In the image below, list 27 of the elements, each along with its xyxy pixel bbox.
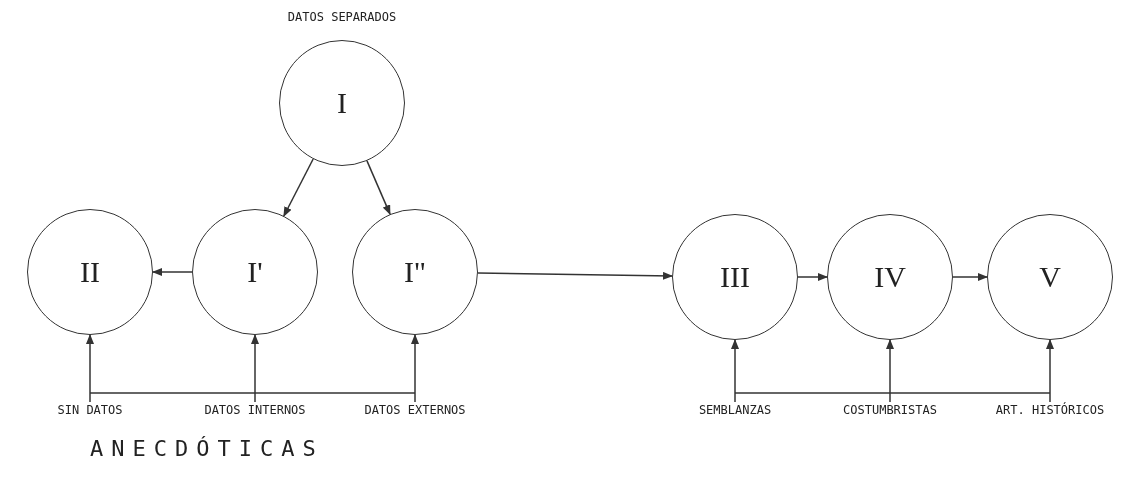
arrow — [251, 334, 259, 403]
arrow — [152, 268, 193, 276]
arrow — [952, 273, 988, 281]
arrow — [477, 271, 673, 280]
arrow — [283, 158, 314, 217]
group-label: ANECDÓTICAS — [90, 436, 324, 461]
roman-numeral: II — [80, 255, 100, 289]
arrow — [731, 339, 739, 403]
node-caption: DATOS SEPARADOS — [287, 10, 397, 24]
category-label: ART. HISTÓRICOS — [995, 403, 1105, 417]
roman-numeral: III — [720, 260, 750, 294]
category-label: SEMBLANZAS — [698, 403, 772, 417]
roman-numeral: I" — [403, 255, 427, 289]
arrow — [797, 273, 828, 281]
category-label: COSTUMBRISTAS — [843, 403, 937, 417]
arrow — [366, 160, 391, 216]
arrow — [86, 334, 94, 403]
roman-numeral: IV — [874, 260, 906, 294]
roman-numeral: I — [337, 86, 347, 120]
arrow — [411, 334, 419, 403]
roman-numeral: V — [1039, 260, 1061, 294]
arrow — [1046, 339, 1054, 403]
roman-numeral: I' — [247, 255, 263, 289]
category-label: DATOS EXTERNOS — [364, 403, 466, 417]
category-label: SIN DATOS — [57, 403, 123, 417]
category-label: DATOS INTERNOS — [204, 403, 306, 417]
arrow — [886, 339, 894, 403]
